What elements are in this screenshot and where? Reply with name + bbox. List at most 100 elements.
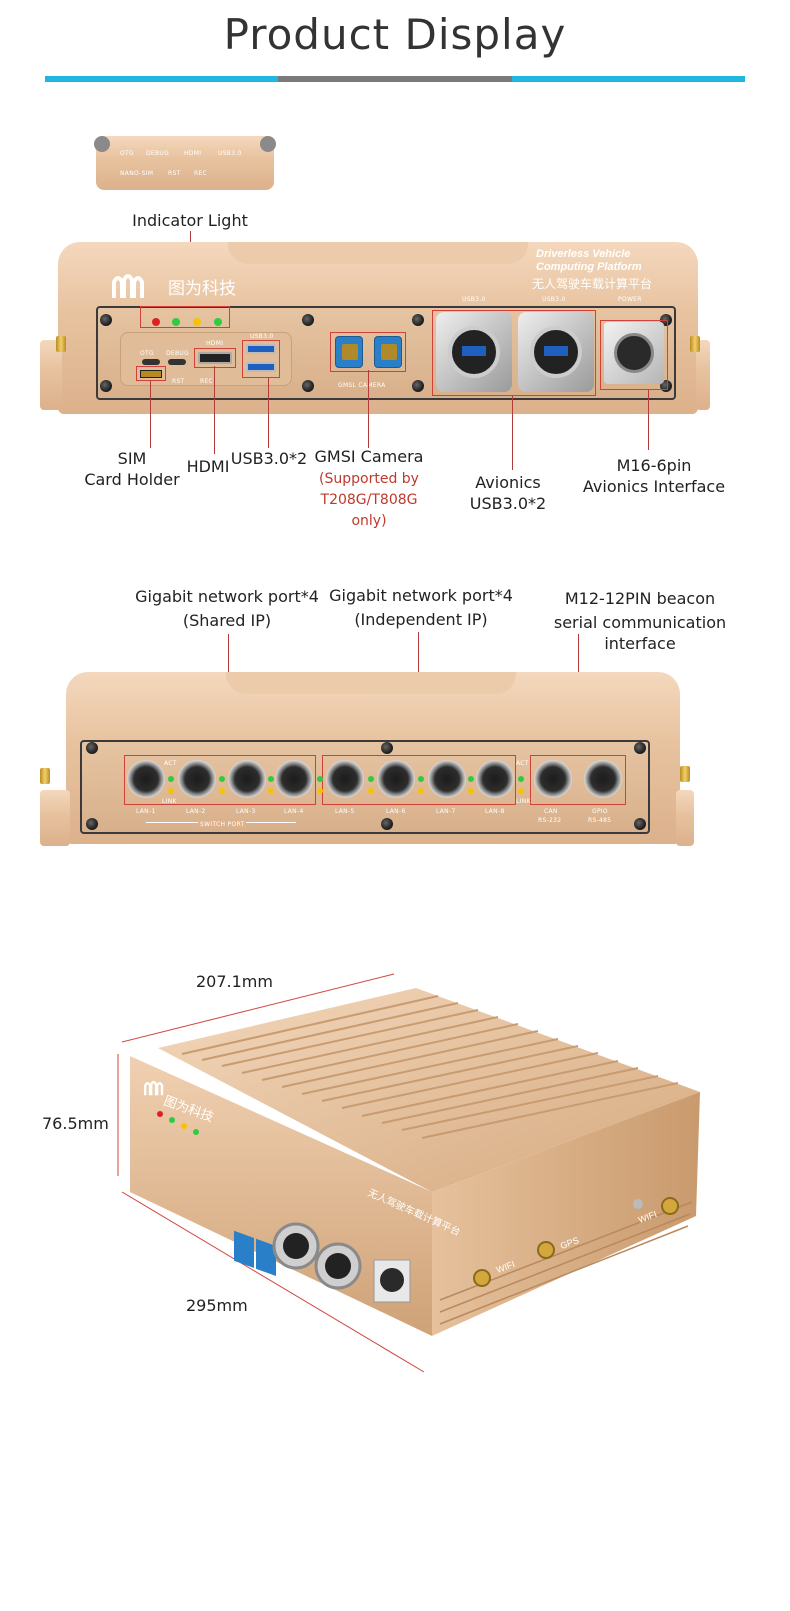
act-label: ACT — [516, 760, 529, 767]
strip-label: REC — [194, 170, 208, 177]
lan-port[interactable] — [178, 760, 216, 798]
screw — [634, 818, 646, 830]
brand-logo-icon — [144, 1078, 168, 1098]
debug-label: DEBUG — [166, 350, 190, 357]
led-green — [172, 318, 180, 326]
gpio-port[interactable] — [584, 760, 622, 798]
link-label: LINK — [162, 798, 177, 805]
led-yellow — [268, 788, 274, 794]
callout-m16-line1: M16-6pin — [616, 456, 692, 475]
serial-label: CAN — [544, 808, 558, 815]
dimension-depth: 295mm — [186, 1296, 248, 1315]
callout-indep-line1: Gigabit network port*4 — [329, 586, 513, 605]
platform-en-1: Driverless Vehicle — [536, 248, 631, 260]
m12-highlight — [530, 755, 626, 805]
screw — [381, 742, 393, 754]
led-yellow — [368, 788, 374, 794]
callout-shared-line2: (Shared IP) — [182, 611, 272, 630]
callout-sim-line1: SIM — [117, 449, 147, 468]
rst-label: RST — [172, 378, 185, 385]
power-label: POWER — [618, 296, 642, 303]
led-green — [518, 776, 524, 782]
right-flange — [696, 340, 710, 410]
led-red — [152, 318, 160, 326]
callout-m12-line2: serial communication interface — [553, 613, 727, 653]
lan-label: LAN-4 — [284, 808, 304, 815]
led-green — [214, 318, 222, 326]
switch-port-label: SWITCH PORT — [198, 821, 247, 828]
lan-port[interactable] — [476, 760, 514, 798]
usb-a-label: USB3.0 — [462, 296, 486, 303]
brand-logo-icon — [112, 272, 152, 300]
platform-cn: 无人驾驶车载计算平台 — [532, 277, 653, 291]
strip-label: USB3.0 — [218, 150, 242, 157]
page-title: Product Display — [223, 10, 567, 59]
callout-m12-line1: M12-12PIN beacon — [564, 589, 716, 608]
can-port[interactable] — [534, 760, 572, 798]
callout-shared-ip: Gigabit network port*4 (Shared IP) — [130, 586, 324, 631]
lan-port[interactable] — [275, 760, 313, 798]
screw — [412, 380, 424, 392]
screw — [302, 380, 314, 392]
led-yellow — [468, 788, 474, 794]
lan-label: LAN-7 — [436, 808, 456, 815]
usb-highlight — [242, 340, 280, 378]
antenna-stub-left — [40, 768, 50, 784]
led-green — [219, 776, 225, 782]
callout-avionics-line2: USB3.0*2 — [469, 494, 547, 513]
led-green — [168, 776, 174, 782]
led-green — [418, 776, 424, 782]
right-flange — [676, 790, 694, 846]
indicator-strip: OTG DEBUG HDMI USB3.0 NANO-SIM RST REC — [94, 136, 276, 190]
lan-port[interactable] — [326, 760, 364, 798]
device-ridge — [226, 672, 516, 694]
led-yellow — [193, 318, 201, 326]
screw — [100, 380, 112, 392]
lan-port[interactable] — [428, 760, 466, 798]
screw — [86, 742, 98, 754]
screw — [634, 742, 646, 754]
serial-sub-label: RS-232 — [538, 817, 562, 824]
gmsl-connector-2[interactable] — [374, 336, 402, 368]
link-label: LINK — [516, 798, 531, 805]
rec-label: REC — [200, 378, 214, 385]
led-yellow — [317, 788, 323, 794]
hdmi-highlight — [194, 348, 236, 368]
led-yellow — [168, 788, 174, 794]
callout-gmsi-note2: T208G/T808G only) — [320, 492, 418, 529]
gmsl-label: GMSL CAMERA — [338, 382, 386, 389]
callout-sim-line2: Card Holder — [84, 470, 180, 489]
antenna-stub-left — [56, 336, 66, 352]
lan-port[interactable] — [127, 760, 165, 798]
strip-knob-left — [94, 136, 110, 152]
usb-port-2[interactable] — [246, 362, 276, 372]
callout-sim: SIM Card Holder — [80, 448, 184, 490]
avionics-usb-highlight — [432, 310, 596, 396]
brand-name: 图为科技 — [168, 279, 236, 299]
sim-slot[interactable] — [140, 370, 162, 378]
otg-port[interactable] — [142, 359, 160, 365]
strip-label: OTG — [120, 150, 134, 157]
led-green — [468, 776, 474, 782]
lan-port[interactable] — [377, 760, 415, 798]
avionics-usb-2[interactable] — [518, 312, 594, 392]
callout-m16-line2: Avionics Interface — [582, 477, 726, 496]
dimension-width: 207.1mm — [196, 972, 273, 991]
debug-port[interactable] — [168, 359, 186, 365]
lan-label: LAN-8 — [485, 808, 505, 815]
lan-port[interactable] — [228, 760, 266, 798]
left-flange — [40, 340, 62, 410]
screw — [302, 314, 314, 326]
gmsl-connector-1[interactable] — [335, 336, 363, 368]
m16-connector[interactable] — [604, 322, 664, 384]
usb-port-1[interactable] — [246, 344, 276, 354]
screw — [100, 314, 112, 326]
hdmi-port[interactable] — [198, 352, 232, 364]
lan-label: LAN-5 — [335, 808, 355, 815]
callout-shared-line1: Gigabit network port*4 — [135, 587, 319, 606]
leader-line — [268, 378, 269, 448]
avionics-usb-1[interactable] — [436, 312, 512, 392]
dimension-height: 76.5mm — [42, 1114, 109, 1133]
lan-label: LAN-1 — [136, 808, 156, 815]
led-green — [368, 776, 374, 782]
